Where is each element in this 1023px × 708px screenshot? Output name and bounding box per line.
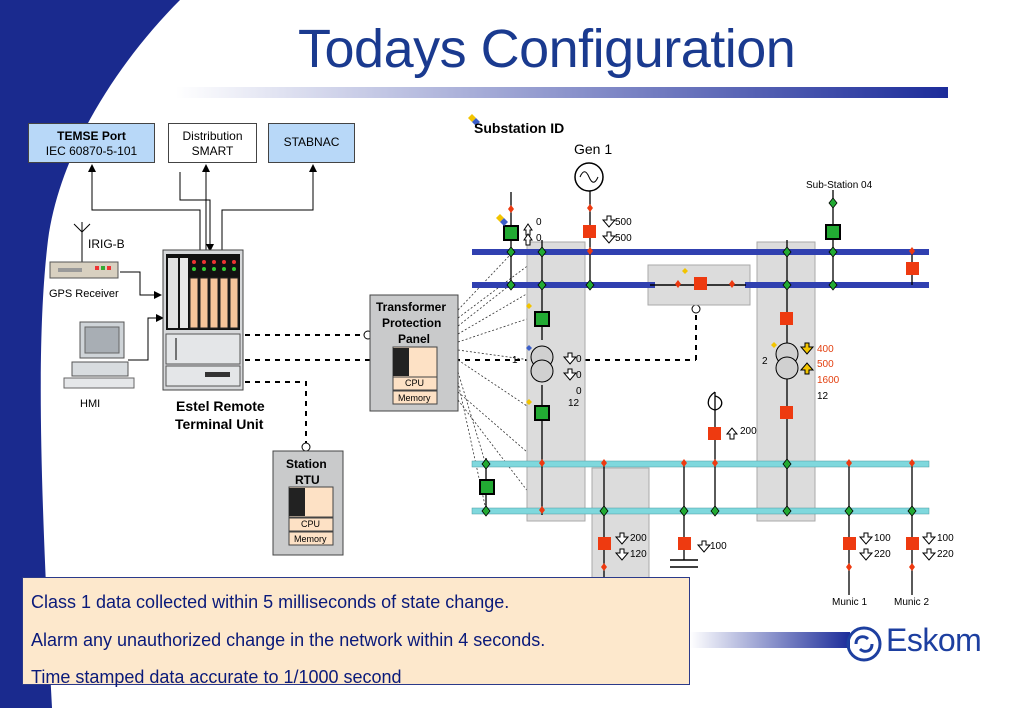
munic-2-value-2: 220 (937, 549, 954, 560)
transformer-1-number: 1 (512, 355, 518, 366)
hmi-computer-icon (63, 321, 135, 389)
munic-2-value-1: 100 (937, 533, 954, 544)
temse-port-box: TEMSE Port IEC 60870-5-101 (28, 123, 155, 163)
blue-swoosh (0, 0, 180, 708)
t1-value-1: 0 (576, 354, 582, 365)
distribution-smart-box: Distribution SMART (168, 123, 257, 163)
red-diamonds (508, 204, 915, 571)
substation-04-label: Sub-Station 04 (806, 180, 873, 191)
note-line-1: Class 1 data collected within 5 millisec… (31, 592, 510, 612)
munic-1-value-1: 100 (874, 533, 891, 544)
temse-port-protocol: IEC 60870-5-101 (45, 144, 138, 158)
capacitor-icon (670, 559, 698, 568)
t1-value-2: 0 (576, 370, 582, 381)
page-title: Todays Configuration (298, 19, 796, 79)
stabnac-label: STABNAC (283, 135, 340, 149)
station-rtu-panel (272, 450, 344, 556)
breaker-link-node (691, 304, 701, 314)
feeder-2-value: 100 (710, 541, 727, 552)
transformer-2-icon (775, 342, 799, 380)
note-line-2: Alarm any unauthorized change in the net… (31, 629, 546, 650)
notes-box: Class 1 data collected within 5 millisec… (22, 577, 690, 687)
tpp-cpu-label: CPU (405, 378, 425, 388)
gen-label: Gen 1 (574, 141, 613, 157)
tpp-label-1: Transformer (376, 300, 447, 314)
gps-receiver-icon (49, 222, 119, 279)
tpp-memory-label: Memory (398, 393, 431, 403)
estel-rtu-rack (162, 249, 244, 391)
green-breakers (479, 224, 841, 495)
transformer-1-icon (530, 345, 554, 383)
hmi-label: HMI (80, 398, 101, 410)
value-500a: 500 (615, 217, 632, 228)
feeder-1-value-1: 200 (630, 533, 647, 544)
bay-backgrounds (526, 241, 816, 579)
estel-rtu-label-2: Terminal Unit (175, 416, 264, 432)
substation-id-label: Substation ID (474, 120, 565, 136)
tpp-label-2: Protection (382, 316, 442, 330)
note-line-3: Time stamped data accurate to 1/1000 sec… (31, 667, 402, 687)
feeder-1-value-2: 120 (630, 549, 647, 560)
station-rtu-link-node (301, 442, 311, 452)
distribution-label: Distribution (182, 129, 243, 143)
gps-receiver-label: GPS Receiver (49, 288, 119, 300)
t1-value-4: 12 (568, 398, 580, 409)
transformer-protection-panel (369, 294, 459, 412)
t1-value-3: 0 (576, 386, 582, 397)
irig-b-label: IRIG-B (88, 237, 125, 251)
stabnac-box: STABNAC (268, 123, 355, 163)
bottom-bar (690, 632, 850, 648)
station-rtu-label-2: RTU (295, 473, 320, 487)
title-underline-bar (176, 87, 948, 98)
smart-label: SMART (191, 144, 234, 158)
isolator-diamonds (481, 197, 917, 517)
estel-rtu-label-1: Estel Remote (176, 398, 265, 414)
munic-2-label: Munic 2 (894, 597, 930, 608)
temse-port-title: TEMSE Port (57, 129, 126, 143)
station-rtu-label-1: Station (286, 457, 327, 471)
munic-1-value-2: 220 (874, 549, 891, 560)
eskom-logo-mark (846, 626, 882, 662)
value-0b: 0 (536, 233, 542, 244)
transformer-2-number: 2 (762, 356, 768, 367)
station-cpu-label: CPU (301, 519, 321, 529)
tpp-label-3: Panel (398, 332, 431, 346)
munic-1-label: Munic 1 (832, 597, 868, 608)
status-flags (468, 114, 777, 405)
t2-value-2: 500 (817, 359, 834, 370)
t2-value-1: 400 (817, 344, 834, 355)
value-arrows (523, 215, 937, 561)
dashed-comm-links (245, 312, 697, 445)
eskom-logo-text: Eskom (886, 622, 982, 658)
value-500b: 500 (615, 233, 632, 244)
station-memory-label: Memory (294, 534, 327, 544)
reactor-value: 200 (740, 426, 757, 437)
value-0a: 0 (536, 217, 542, 228)
t2-value-4: 12 (817, 391, 829, 402)
reactor-icon (707, 391, 723, 411)
red-breakers (583, 225, 919, 550)
rtu-to-top-connectors (88, 164, 317, 361)
t2-value-3: 1600 (817, 375, 840, 386)
